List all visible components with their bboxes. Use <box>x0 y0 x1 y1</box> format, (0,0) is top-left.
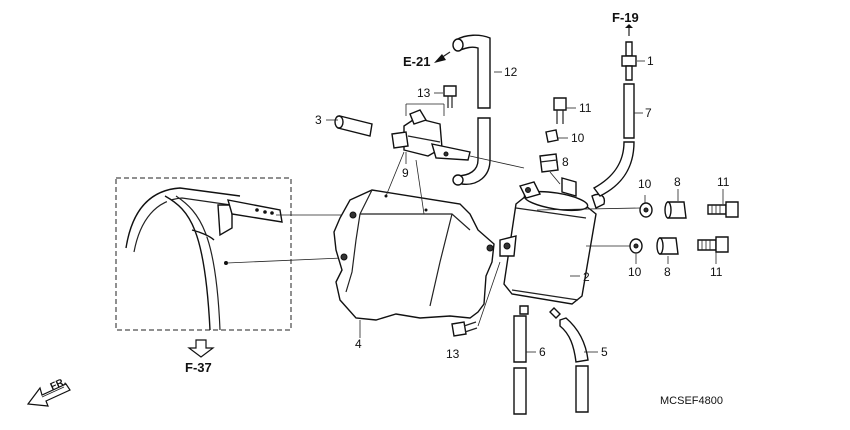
label-part-11-right-top: 11 <box>717 175 730 189</box>
label-part-10-right-top: 10 <box>638 177 652 191</box>
label-part-12: 12 <box>504 65 518 79</box>
bolt-13-bottom <box>451 321 478 337</box>
washer-10-right-bottom <box>629 238 643 254</box>
grommet-8-right-bottom <box>656 237 679 255</box>
frame-detail-box <box>115 177 292 331</box>
label-part-2: 2 <box>583 270 590 284</box>
cover-part <box>333 189 495 321</box>
label-part-8-right-bottom: 8 <box>664 265 671 279</box>
label-part-1: 1 <box>647 54 654 68</box>
label-part-11-top: 11 <box>579 101 592 115</box>
ref-f19: F-19 <box>612 10 639 25</box>
washer-10-right-top <box>639 202 653 218</box>
clip-1 <box>621 41 637 81</box>
label-part-8-right-top: 8 <box>674 175 681 189</box>
tube-3 <box>334 115 373 137</box>
e21-arrow-icon <box>434 51 451 63</box>
f19-arrow-icon <box>625 24 633 36</box>
bolt-11-top <box>553 97 567 124</box>
bolt-13-top <box>443 85 457 108</box>
f37-arrow-icon <box>187 339 215 358</box>
label-part-6: 6 <box>539 345 546 359</box>
label-part-13-bottom: 13 <box>446 347 460 361</box>
bolt-11-right-top <box>707 201 739 218</box>
canister-part <box>499 177 606 319</box>
label-part-5: 5 <box>601 345 608 359</box>
label-part-3: 3 <box>315 113 322 127</box>
bolt-11-right-bottom <box>697 236 729 253</box>
label-part-4: 4 <box>355 337 362 351</box>
label-part-9: 9 <box>402 166 409 180</box>
valve-9 <box>391 109 471 161</box>
tube-6 <box>513 315 527 415</box>
tube-12 <box>452 34 491 186</box>
tube-7 <box>592 83 635 197</box>
ref-f37: F-37 <box>185 360 212 375</box>
grommet-8-right-top <box>664 201 687 219</box>
label-part-10-top: 10 <box>571 131 585 145</box>
grommet-8-top <box>539 153 559 173</box>
frame-tube <box>125 187 283 331</box>
label-part-8-top: 8 <box>562 155 569 169</box>
tube-5 <box>559 317 589 413</box>
label-part-11-right-bottom: 11 <box>710 265 723 279</box>
front-arrow-icon <box>26 383 71 407</box>
diagram-code: MCSEF4800 <box>660 395 723 407</box>
label-part-7: 7 <box>645 106 652 120</box>
label-part-13-top: 13 <box>417 86 431 100</box>
ref-e21: E-21 <box>403 54 430 69</box>
label-part-10-right-bottom: 10 <box>628 265 642 279</box>
washer-10-top <box>545 129 559 143</box>
